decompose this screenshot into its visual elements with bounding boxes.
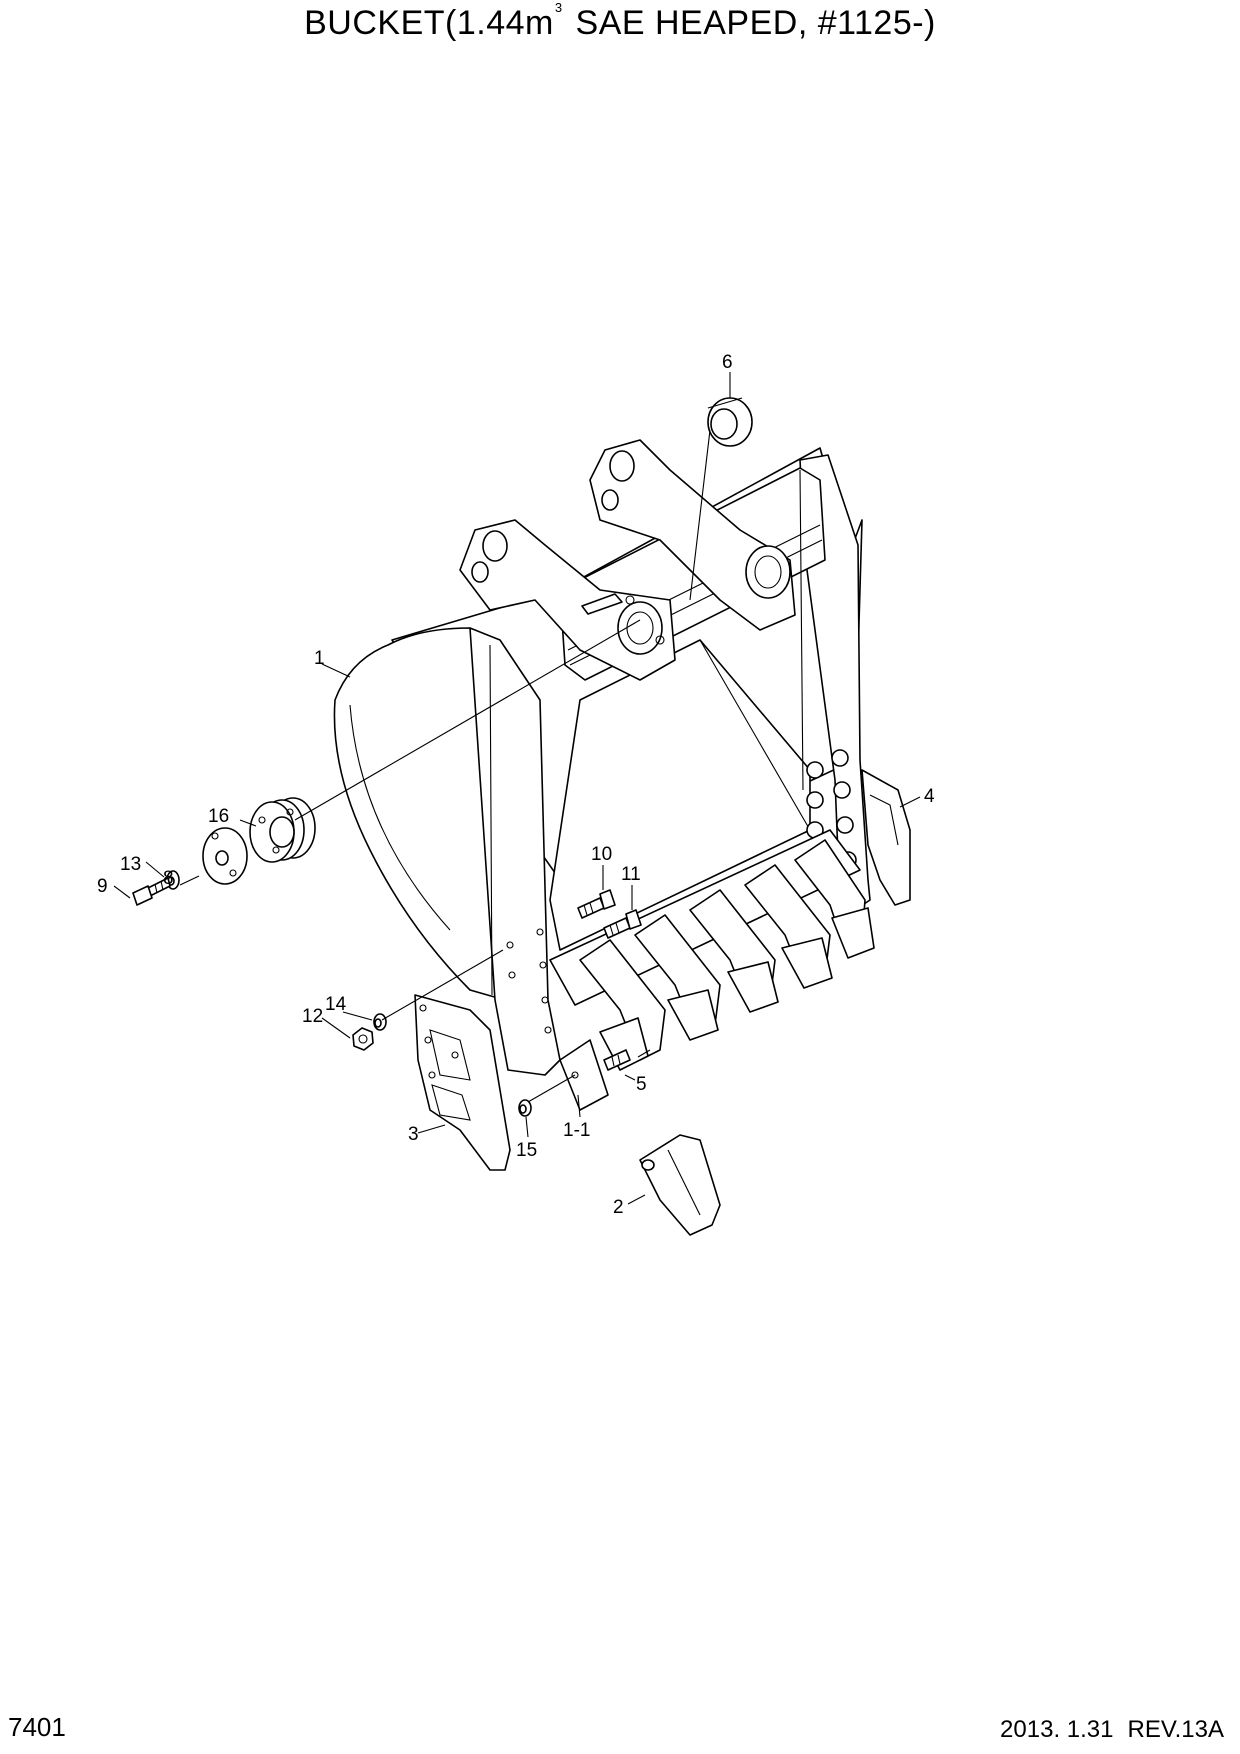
callout-13: 13 (120, 854, 141, 875)
callout-5: 5 (636, 1074, 647, 1095)
callout-1-1: 1-1 (563, 1120, 590, 1141)
plate[interactable] (202, 827, 248, 885)
page-title: BUCKET(1.44m3 SAE HEAPED, #1125-) (0, 0, 1240, 43)
side-cutter-left[interactable] (414, 994, 511, 1171)
callout-leaders (113, 372, 921, 1205)
bucket-body[interactable] (333, 439, 871, 1076)
callout-1: 1 (314, 648, 325, 669)
side-cutter-right[interactable] (861, 769, 911, 906)
revision-stamp: 2013. 1.31 REV.13A (1000, 1716, 1224, 1744)
tooth-point[interactable] (639, 1134, 721, 1236)
revision-code: REV.13A (1127, 1716, 1224, 1743)
title-suffix: SAE HEAPED, #1125-) (565, 4, 936, 42)
callout-11: 11 (621, 864, 641, 885)
page-number: 7401 (8, 1712, 66, 1742)
bolt-9[interactable] (132, 877, 171, 906)
callout-15: 15 (516, 1140, 537, 1161)
callout-numbers: 6 1 4 16 8 13 9 10 11 5 14 12 3 15 1-1 2 (97, 352, 935, 1218)
callout-16: 16 (208, 806, 229, 827)
callout-6: 6 (722, 352, 733, 373)
bolt-10[interactable] (577, 889, 616, 919)
assembly-lines (294, 429, 804, 1103)
callout-12: 12 (302, 1006, 323, 1027)
shim[interactable] (249, 797, 316, 863)
title-superscript: 3 (554, 0, 563, 15)
cutting-edge-adapters[interactable] (549, 829, 875, 1111)
bolt-11[interactable] (603, 909, 642, 939)
revision-date: 2013. 1.31 (1000, 1716, 1114, 1743)
nut-12[interactable] (352, 1027, 374, 1051)
callout-10: 10 (591, 844, 612, 865)
callout-2: 2 (613, 1197, 624, 1218)
title-prefix: BUCKET(1.44m (304, 4, 554, 42)
callout-9: 9 (97, 876, 108, 897)
callout-8: 8 (163, 868, 174, 889)
washer-14[interactable] (373, 1013, 387, 1031)
bushing[interactable] (707, 397, 753, 447)
washer-15[interactable] (518, 1099, 532, 1117)
callout-4: 4 (924, 786, 935, 807)
callout-14: 14 (325, 994, 347, 1015)
bolt-holes-left (506, 928, 552, 1034)
pin-5[interactable] (603, 1049, 631, 1071)
callout-3: 3 (408, 1124, 419, 1145)
